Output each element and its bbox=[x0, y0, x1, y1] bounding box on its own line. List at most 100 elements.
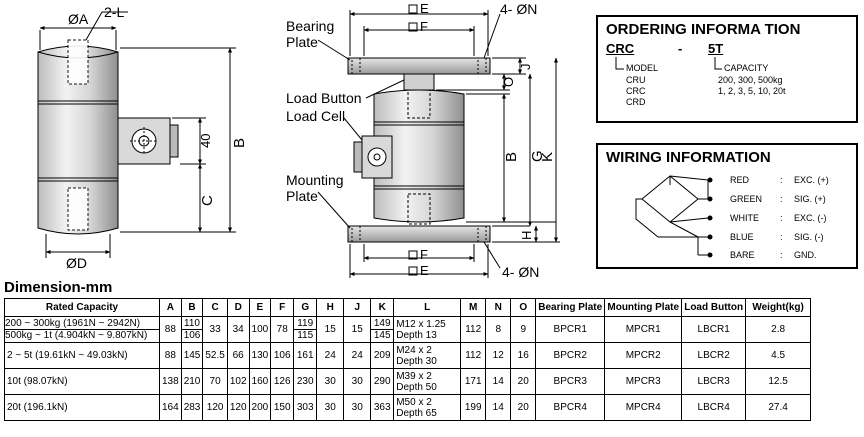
ordering-leader-lines bbox=[615, 57, 722, 70]
header-m: M bbox=[460, 298, 487, 317]
wiring-info-title: WIRING INFORMATION bbox=[606, 149, 771, 166]
cell-weight: 27.4 bbox=[745, 394, 812, 421]
cell-n: 12 bbox=[485, 342, 512, 369]
model-option-1: CRU bbox=[626, 75, 646, 85]
cell-g-sub: 115 bbox=[294, 329, 317, 341]
label-c: C bbox=[199, 195, 216, 206]
cell-e: 200 bbox=[248, 394, 272, 421]
cell-m: 199 bbox=[460, 394, 487, 421]
header-mounting-plate: Mounting Plate bbox=[604, 298, 683, 317]
cell-k-sub: 145 bbox=[371, 329, 394, 341]
cell-f: 78 bbox=[270, 316, 295, 343]
cell-f: 150 bbox=[270, 394, 295, 421]
cell-bearing-plate: BPCR2 bbox=[535, 342, 606, 369]
order-code-capacity: 5T bbox=[708, 41, 724, 56]
label-e-top: E bbox=[420, 1, 429, 16]
label-f-bottom: F bbox=[420, 247, 428, 262]
cell-a: 164 bbox=[159, 394, 182, 421]
cell-l-line: Depth 50 bbox=[396, 381, 437, 393]
cell-l-line: M24 x 2 bbox=[396, 344, 432, 356]
wire-signal-red: EXC. (+) bbox=[794, 175, 829, 185]
header-rated-capacity: Rated Capacity bbox=[4, 298, 160, 317]
cell-m: 112 bbox=[460, 316, 487, 343]
cell-j: 15 bbox=[343, 316, 372, 343]
header-k: K bbox=[370, 298, 395, 317]
cell-b-sub: 106 bbox=[181, 329, 203, 341]
label-40: 40 bbox=[198, 134, 213, 148]
ordering-info-title: ORDERING INFORMA TION bbox=[606, 21, 801, 38]
cell-c: 33 bbox=[202, 316, 228, 343]
cell-o: 20 bbox=[510, 394, 537, 421]
cell-e: 160 bbox=[248, 368, 272, 395]
dimension-table: Rated Capacity A B C D E F G H J K L M N… bbox=[4, 298, 812, 421]
label-2l: 2-L bbox=[104, 4, 124, 20]
wire-sep-green: : bbox=[780, 194, 783, 204]
cell-o: 9 bbox=[510, 316, 537, 343]
cell-capacity: 20t (196.1kN) bbox=[4, 394, 160, 421]
table-row: 200 ~ 300kg (1961N ~ 2942N)500kg ~ 1t (4… bbox=[4, 316, 812, 343]
label-diam-a: ØA bbox=[68, 11, 89, 27]
cell-h: 30 bbox=[316, 394, 345, 421]
cell-weight: 12.5 bbox=[745, 368, 812, 395]
cell-bearing-plate: BPCR3 bbox=[535, 368, 606, 395]
cell-capacity-sub: 200 ~ 300kg (1961N ~ 2942N) bbox=[5, 318, 141, 329]
cell-load-button: LBCR4 bbox=[681, 394, 747, 421]
header-j: J bbox=[343, 298, 372, 317]
model-option-3: CRD bbox=[626, 97, 646, 107]
cell-l-line: Depth 65 bbox=[396, 407, 437, 419]
cell-j: 30 bbox=[343, 368, 372, 395]
cell-o: 16 bbox=[510, 342, 537, 369]
cell-d: 34 bbox=[226, 316, 250, 343]
label-bearing-plate-2: Plate bbox=[286, 34, 318, 50]
cell-m: 171 bbox=[460, 368, 487, 395]
cell-load-button: LBCR3 bbox=[681, 368, 747, 395]
cell-n: 8 bbox=[485, 316, 512, 343]
cell-mounting-plate: MPCR3 bbox=[604, 368, 683, 395]
cell-k-sub: 149 bbox=[373, 318, 391, 329]
wire-sep-bare: : bbox=[780, 250, 783, 260]
cell-k: 363 bbox=[370, 394, 395, 421]
cell-b: 145 bbox=[180, 342, 204, 369]
technical-drawing: ØA 2-L 40 B C ØD bbox=[37, 1, 560, 280]
cell-b: 283 bbox=[180, 394, 204, 421]
cell-capacity: 10t (98.07kN) bbox=[4, 368, 160, 395]
cell-o: 20 bbox=[510, 368, 537, 395]
cell-weight: 4.5 bbox=[745, 342, 812, 369]
cell-l-line: Depth 30 bbox=[396, 355, 437, 367]
load-cell-side-view bbox=[37, 11, 236, 258]
table-header-row: Rated Capacity A B C D E F G H J K L M N… bbox=[4, 298, 812, 317]
cell-f: 126 bbox=[270, 368, 295, 395]
cell-l-line: M50 x 2 bbox=[396, 396, 432, 408]
wire-signal-blue: SIG. (-) bbox=[794, 232, 824, 242]
cell-bearing-plate: BPCR4 bbox=[535, 394, 606, 421]
model-label: MODEL bbox=[626, 63, 659, 73]
header-load-button: Load Button bbox=[681, 298, 747, 317]
cell-h: 30 bbox=[316, 368, 345, 395]
cell-d: 66 bbox=[226, 342, 250, 369]
capacity-label: CAPACITY bbox=[724, 63, 769, 73]
cell-j: 30 bbox=[343, 394, 372, 421]
cell-l-line: M12 x 1.25 bbox=[396, 318, 446, 330]
cell-capacity-sub: 500kg ~ 1t (4.904kN ~ 9.807kN) bbox=[5, 329, 159, 341]
header-b: B bbox=[180, 298, 204, 317]
wire-sep-red: : bbox=[780, 175, 783, 185]
cell-g: 230 bbox=[293, 368, 318, 395]
cell-load-button: LBCR1 bbox=[681, 316, 747, 343]
label-diam-d: ØD bbox=[66, 255, 87, 271]
cell-c: 52.5 bbox=[202, 342, 228, 369]
cell-mounting-plate: MPCR2 bbox=[604, 342, 683, 369]
cell-l-line: M39 x 2 bbox=[396, 370, 432, 382]
cell-l-line: Depth 13 bbox=[396, 329, 437, 341]
capacity-line-2: 1, 2, 3, 5, 10, 20t bbox=[718, 86, 786, 96]
header-e: E bbox=[248, 298, 272, 317]
cell-weight: 2.8 bbox=[745, 316, 812, 343]
cell-b-sub: 110 bbox=[184, 318, 200, 329]
capacity-line-1: 200, 300, 500kg bbox=[718, 75, 783, 85]
label-mounting-plate-2: Plate bbox=[286, 188, 318, 204]
